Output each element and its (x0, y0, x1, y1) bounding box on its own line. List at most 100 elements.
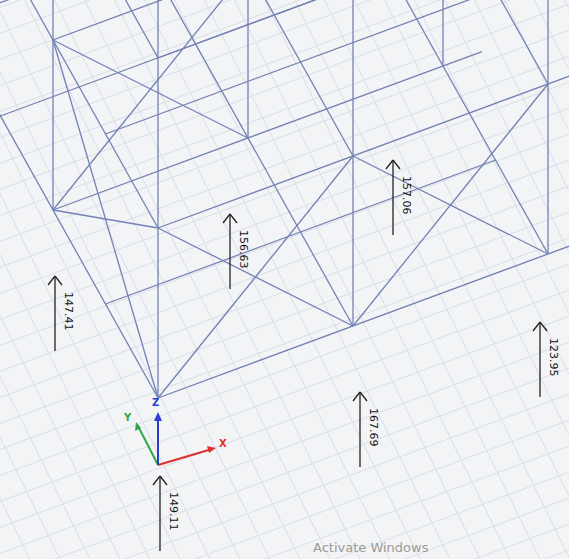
member-line (0, 0, 569, 182)
member-line (106, 160, 496, 304)
member-line (540, 322, 547, 331)
member-line (386, 160, 393, 169)
member-line (55, 276, 62, 285)
member-line (247, 0, 248, 138)
member-line (160, 476, 167, 485)
reaction-value: 149.11 (168, 492, 179, 531)
member-line (229, 214, 230, 289)
member-line (0, 0, 377, 22)
member-line (158, 70, 569, 228)
member-line (158, 0, 569, 58)
member-line (0, 0, 569, 208)
member-line (0, 312, 569, 559)
member-line (0, 0, 569, 78)
member-line (158, 156, 353, 398)
reaction-value: 147.41 (63, 292, 74, 331)
member-line (393, 160, 400, 169)
member-line (0, 26, 569, 286)
member-line (0, 0, 158, 228)
member-line (0, 0, 569, 26)
member-line (54, 276, 55, 351)
member-line (539, 322, 540, 397)
member-line (0, 442, 569, 559)
member-line (230, 214, 237, 223)
member-line (0, 520, 569, 559)
member-line (0, 0, 569, 130)
member-line (53, 40, 158, 398)
member-line (0, 286, 569, 546)
member-line (352, 0, 353, 326)
member-line (1, 0, 391, 116)
member-line (53, 210, 158, 228)
member-line (0, 78, 569, 338)
member-line (480, 0, 569, 559)
member-line (0, 260, 569, 520)
member-line (120, 0, 450, 559)
member-line (159, 476, 160, 551)
axis-triad (135, 412, 216, 465)
member-line (0, 0, 90, 559)
member-line (353, 392, 360, 401)
member-line (360, 392, 367, 401)
axis-label: Y (124, 413, 131, 423)
member-line (547, 0, 548, 254)
member-line (52, 0, 53, 210)
member-line (0, 234, 569, 494)
member-line (0, 0, 569, 260)
member-line (353, 84, 548, 326)
member-line (48, 276, 55, 285)
member-line (300, 0, 569, 559)
member-line (0, 0, 569, 104)
member-line (150, 0, 480, 559)
member-line (0, 0, 300, 559)
member-line (158, 228, 353, 326)
member-line (240, 0, 569, 559)
member-line (0, 0, 270, 559)
member-line (53, 0, 482, 40)
member-line (0, 390, 569, 559)
member-line (0, 0, 180, 559)
reaction-value: 157.06 (401, 176, 412, 215)
member-line (0, 104, 569, 364)
member-line (330, 0, 569, 559)
member-line (0, 0, 60, 559)
member-line (158, 240, 569, 398)
member-line (0, 416, 569, 559)
member-line (540, 0, 569, 559)
member-line (0, 52, 569, 312)
member-line (180, 0, 510, 559)
member-line (0, 0, 158, 398)
member-line (510, 0, 569, 559)
member-line (0, 0, 569, 52)
member-line (106, 0, 496, 134)
structure-frame (0, 0, 569, 398)
axis-label: Z (152, 398, 159, 408)
member-line (0, 0, 158, 58)
member-line (122, 0, 353, 326)
member-line (53, 40, 248, 138)
member-line (53, 0, 248, 210)
reaction-value: 156.63 (238, 230, 249, 269)
member-line (450, 0, 569, 559)
member-line (359, 392, 360, 467)
member-line (0, 156, 569, 416)
member-line (353, 156, 548, 254)
member-line (533, 322, 540, 331)
member-line (30, 0, 360, 559)
member-line (223, 214, 230, 223)
member-line (60, 0, 390, 559)
member-line (360, 0, 569, 559)
member-line (0, 208, 569, 468)
member-line (0, 0, 569, 156)
reaction-value: 167.69 (368, 408, 379, 447)
member-line (157, 0, 158, 398)
member-line (0, 0, 569, 234)
member-line (0, 546, 569, 559)
watermark: Activate Windows (313, 541, 428, 554)
member-line (0, 468, 569, 559)
axis-label: X (219, 439, 227, 449)
member-line (392, 160, 393, 235)
member-line (153, 476, 160, 485)
